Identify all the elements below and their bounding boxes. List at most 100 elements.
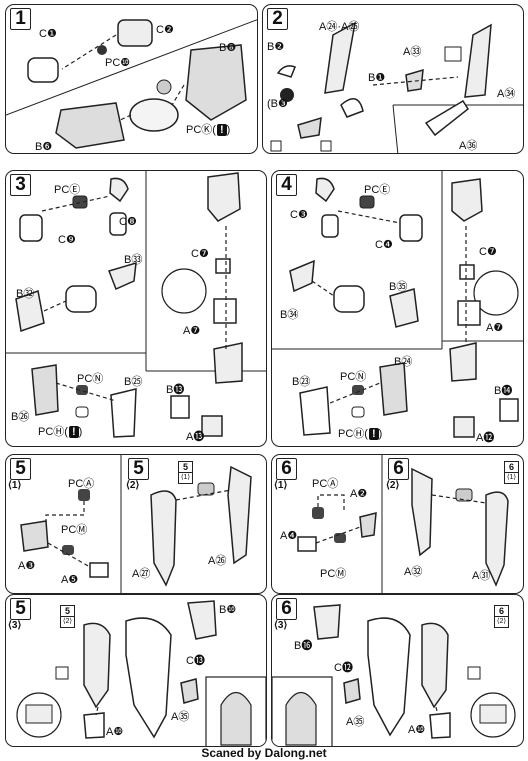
part-label: PCⒽ( [338, 428, 368, 440]
part-label: A❼ [486, 322, 504, 334]
reference-box: 6 ⟨2⟩ [494, 605, 509, 628]
reference-substep: ⟨1⟩ [179, 472, 192, 481]
sub-step-label: ⟨3⟩ [274, 620, 288, 631]
part-label: B⓰ [294, 640, 313, 652]
step-number: 2 [267, 8, 288, 30]
part-label: B❿ [219, 604, 237, 616]
part-label: PCⒶ [68, 478, 95, 490]
part-label: C❾ [58, 234, 76, 246]
part-label: PCⓂ [61, 524, 88, 536]
scan-credit: Scaned by Dalong.net [201, 746, 327, 760]
sub-step-label: ⟨3⟩ [8, 620, 22, 631]
part-label: A❿ [408, 724, 426, 736]
part-label: B㉖ [11, 411, 30, 423]
part-label: C⓬ [334, 662, 353, 674]
step-5-upper-illustration [20, 455, 252, 593]
part-label: PCⓃ [340, 371, 367, 383]
part-label: B❶ [368, 72, 386, 84]
reference-substep: ⟨1⟩ [505, 472, 518, 481]
sub-step-label: ⟨1⟩ [274, 480, 288, 491]
part-label: B㉕ [124, 376, 143, 388]
part-label: A❸ [18, 560, 36, 572]
part-label: PCⓃ [77, 373, 104, 385]
part-label: B㉔ [394, 356, 413, 368]
part-label: PC❿ [105, 57, 131, 69]
part-label: B⓭ [166, 384, 185, 396]
step-2-panel: 2 A㉔·A㉕ B❷ (B❸ B❶ A㉝ A㉞ A㊱ [262, 4, 524, 154]
caution-label: PCⒽ(!) [338, 425, 382, 441]
part-label: A⓬ [476, 432, 495, 444]
part-label: C❼ [479, 246, 497, 258]
part-label: A❿ [106, 726, 124, 738]
part-label: B㉞ [280, 309, 299, 321]
step-4-illustration [272, 171, 523, 438]
reference-substep: ⟨2⟩ [495, 616, 508, 625]
reference-step: 5 [182, 462, 188, 472]
sub-step-label: ⟨1⟩ [8, 480, 22, 491]
part-label: B㉜ [16, 288, 35, 300]
part-label: A㉞ [497, 88, 516, 100]
part-label: PCⒺ [54, 184, 81, 196]
part-label: B❻ [35, 141, 53, 153]
part-label: C❸ [290, 209, 308, 221]
step-1-panel: 1 C❶ C❷ PC❿ B❽ B❻ PCⓀ(!) [5, 4, 258, 154]
part-label: A㉝ [403, 46, 422, 58]
step-number: 6 [276, 598, 297, 620]
step-number: 1 [10, 8, 31, 30]
step-6-lower-panel: 6 ⟨3⟩ 6 ⟨2⟩ B⓰ C⓬ A㉟ A❿ [271, 594, 524, 747]
step-5-upper-panel: 5 ⟨1⟩ 5 ⟨2⟩ 5 ⟨1⟩ PCⒶ PCⓂ A❸ A❺ A㉗ A㉖ [5, 454, 267, 594]
part-label: C❹ [375, 239, 393, 251]
step-1-illustration [6, 19, 257, 149]
reference-step: 5 [64, 606, 70, 616]
part-label: A⓭ [186, 431, 205, 443]
part-label: PCⒺ [364, 184, 391, 196]
step-number: 5 [10, 598, 31, 620]
step-5-lower-panel: 5 ⟨3⟩ 5 ⟨2⟩ B❿ C⓭ A㉟ A❿ [5, 594, 267, 747]
reference-box: 5 ⟨2⟩ [60, 605, 75, 628]
close-paren: ) [78, 426, 83, 438]
caution-label: PCⓀ(!) [186, 121, 230, 137]
sub-step-label: ⟨2⟩ [386, 480, 400, 491]
part-label: PCⒶ [312, 478, 339, 490]
part-label: B⓮ [494, 385, 513, 397]
part-label: A㉛ [472, 570, 491, 582]
part-label: (B❸ [267, 98, 288, 110]
part-label: A㉜ [404, 566, 423, 578]
step-4-panel: 4 PCⒺ C❸ C❹ B㉞ B㉟ C❼ A❼ PCⓃ B㉔ B㉓ PCⒽ [271, 170, 524, 447]
part-label: C⓭ [186, 655, 205, 667]
step-6-upper-panel: 6 ⟨1⟩ 6 ⟨2⟩ 6 ⟨1⟩ PCⒶ A❷ A❹ PCⓂ A㉜ A㉛ [271, 454, 524, 594]
reference-step: 6 [498, 606, 504, 616]
reference-box: 5 ⟨1⟩ [178, 461, 193, 484]
step-number: 6 [276, 458, 297, 480]
part-label: B❽ [219, 42, 237, 54]
step-3-panel: 3 PCⒺ C❽ C❾ B㉝ B㉜ C❼ A❼ PCⓃ B㉕ B㉖ PCⒽ [5, 170, 267, 447]
step-6-lower-illustration [272, 604, 516, 746]
part-label: C❷ [156, 24, 174, 36]
part-label: B㉓ [292, 376, 311, 388]
close-paren: ) [378, 428, 383, 440]
step-number: 6 [388, 458, 409, 480]
warning-icon: ! [368, 428, 379, 440]
reference-substep: ⟨2⟩ [61, 616, 74, 625]
step-number: 3 [10, 174, 31, 196]
reference-box: 6 ⟨1⟩ [504, 461, 519, 484]
part-label: B㉝ [124, 254, 143, 266]
step-3-illustration [6, 171, 266, 438]
reference-step: 6 [508, 462, 514, 472]
warning-icon: ! [216, 124, 227, 136]
close-paren: ) [226, 124, 231, 136]
part-label: PCⓂ [320, 568, 347, 580]
part-label: A㉟ [171, 711, 190, 723]
step-5-lower-illustration [16, 600, 266, 746]
part-label: B❷ [267, 41, 285, 53]
step-number: 4 [276, 174, 297, 196]
part-label: B㉟ [389, 281, 408, 293]
part-label: PCⓀ( [186, 124, 216, 136]
step-2-illustration [270, 21, 523, 153]
part-label: A❼ [183, 325, 201, 337]
part-label: A❹ [280, 530, 298, 542]
part-label: A㉔·A㉕ [319, 21, 360, 33]
step-6-upper-illustration [297, 455, 509, 593]
part-label: C❼ [191, 248, 209, 260]
step-number: 5 [128, 458, 149, 480]
